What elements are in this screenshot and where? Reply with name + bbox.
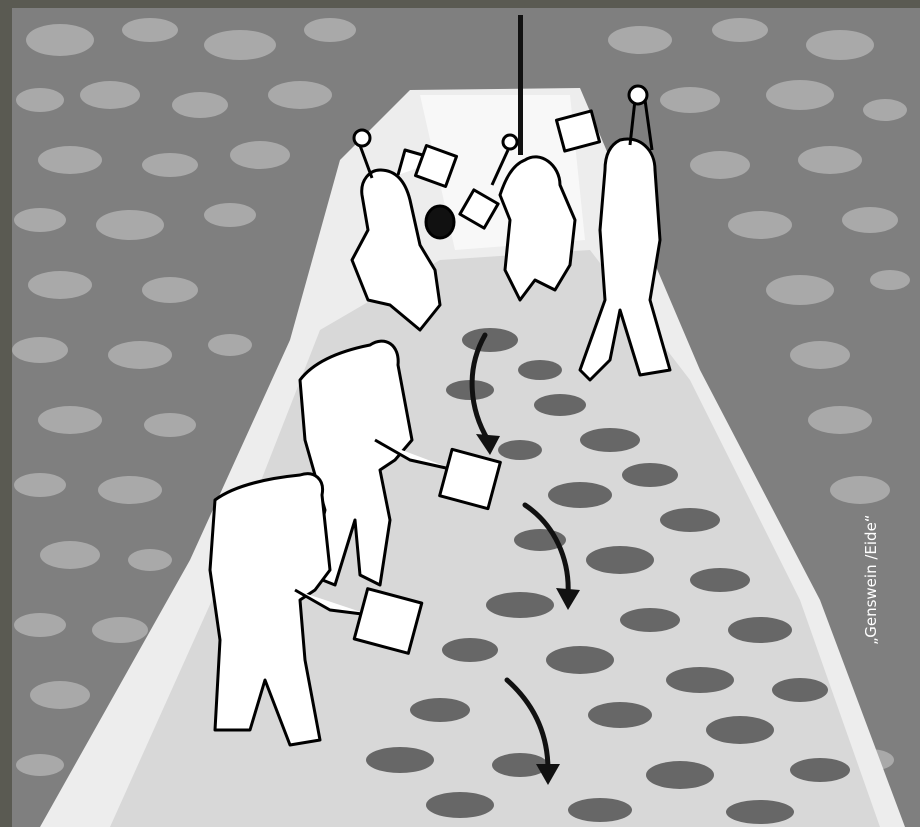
probe-pole: [518, 15, 523, 155]
image-credit: „Genswein /Eide“: [862, 485, 884, 645]
buried-object: [426, 206, 454, 238]
